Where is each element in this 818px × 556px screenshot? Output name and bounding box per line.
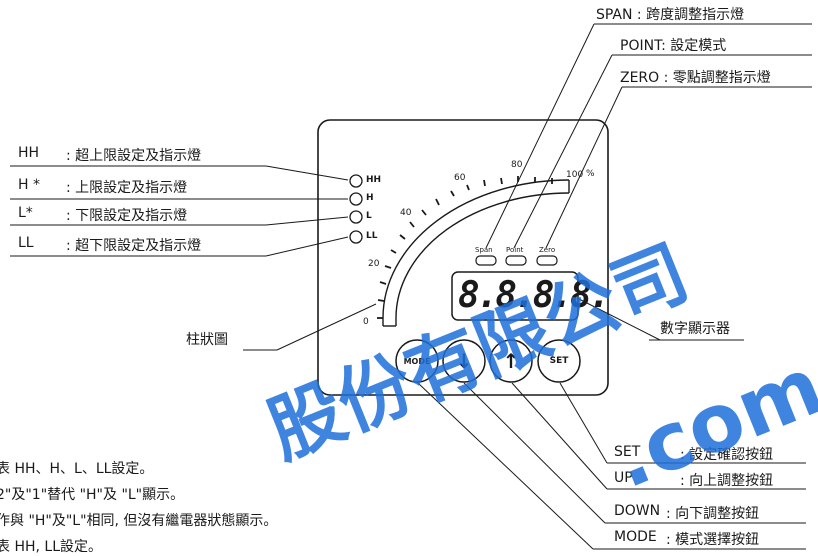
down-desc: : 向下調整按鈕 [666, 506, 760, 522]
note-4: 表 HH, LL設定。 [0, 539, 103, 555]
bar-graph-label: 柱狀圖 [186, 332, 228, 348]
scale-unit: % [586, 169, 595, 179]
mode-code: MODE [614, 529, 657, 545]
digital-display-label: 數字顯示器 [660, 321, 730, 337]
up-desc: : 向上調整按鈕 [680, 473, 774, 489]
led-point [505, 255, 527, 266]
scale-tick-60: 60 [454, 173, 466, 183]
set-button[interactable]: SET [538, 340, 580, 382]
up-button[interactable]: ↑ [490, 340, 532, 382]
down-button[interactable]: ↓ [443, 340, 485, 382]
led-zero [536, 255, 558, 266]
alarm-hh-desc: : 超上限設定及指示燈 [66, 148, 202, 164]
alarm-h-desc: : 上限設定及指示燈 [66, 180, 188, 196]
led-h [349, 192, 363, 206]
alarm-h-code: H * [18, 177, 40, 193]
scale-tick-40: 40 [400, 208, 412, 218]
note-1: 表 HH、H、L、LL設定。 [0, 461, 154, 477]
digital-display-value: 8.8.8.8. [458, 275, 610, 316]
led-hh-label: HH [366, 175, 382, 185]
display-frame [451, 271, 579, 321]
note-3: 作與 "H"及"L"相同, 但沒有繼電器狀態顯示。 [0, 513, 278, 529]
scale-tick-100: 100 [566, 170, 584, 180]
led-ll-label: LL [366, 231, 378, 241]
scale-tick-80: 80 [511, 160, 523, 170]
scale-tick-20: 20 [368, 259, 380, 269]
led-hh [349, 174, 363, 188]
span-label: SPAN : 跨度調整指示燈 [596, 7, 745, 23]
led-h-label: H [366, 193, 374, 203]
led-ll [349, 230, 363, 244]
led-l-label: L [366, 211, 372, 221]
mode-desc: : 模式選擇按鈕 [666, 532, 760, 548]
scale-tick-0: 0 [363, 317, 369, 327]
led-point-label: Point [506, 246, 524, 254]
up-arrow-icon: ↑ [502, 349, 520, 373]
point-label: POINT: 設定模式 [620, 38, 727, 54]
up-code: UP [614, 470, 633, 486]
led-l [349, 210, 363, 224]
alarm-l-code: L* [18, 205, 33, 221]
note-2: 2"及"1"替代 "H"及 "L"顯示。 [0, 487, 185, 503]
alarm-ll-desc: : 超下限設定及指示燈 [66, 238, 202, 254]
down-arrow-icon: ↓ [455, 349, 473, 373]
down-code: DOWN [614, 503, 661, 519]
mode-button-label: MODE [403, 356, 431, 366]
bar-graph-inner [395, 192, 570, 326]
mode-button[interactable]: MODE [396, 340, 438, 382]
led-zero-label: Zero [539, 246, 556, 254]
zero-label: ZERO : 零點調整指示燈 [620, 70, 771, 86]
set-code: SET [614, 444, 641, 460]
alarm-ll-code: LL [18, 235, 34, 251]
set-button-label: SET [549, 356, 569, 366]
alarm-l-desc: : 下限設定及指示燈 [66, 208, 188, 224]
set-desc: : 設定確認按鈕 [680, 447, 774, 463]
led-span [475, 255, 497, 266]
bar-graph-outer [382, 179, 570, 326]
led-span-label: Span [475, 246, 493, 254]
alarm-hh-code: HH [18, 145, 40, 161]
